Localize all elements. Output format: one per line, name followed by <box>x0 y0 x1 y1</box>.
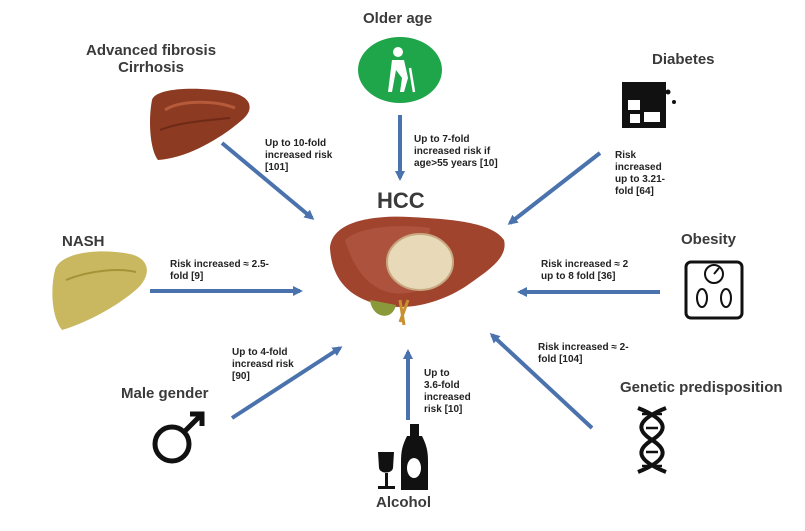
male-symbol-icon <box>152 411 205 464</box>
older-age-note: Up to 7-fold increased risk if age>55 ye… <box>414 134 498 170</box>
fibrosis-note-line: [101] <box>265 162 289 173</box>
diabetes-icon <box>622 82 676 128</box>
alcohol-note-line: increased <box>424 392 471 403</box>
older-age-note-line: age>55 years [10] <box>414 158 498 169</box>
fibrosis-note-line: increased risk <box>265 150 333 161</box>
tumor-shape <box>386 233 454 291</box>
diabetes-label: Diabetes <box>652 51 715 68</box>
genetic-label: Genetic predisposition <box>620 379 783 396</box>
alcohol-note-line: Up to <box>424 368 450 379</box>
fibrosis-label-line2: Cirrhosis <box>118 59 184 76</box>
fibrosis-label-line1: Advanced fibrosis <box>86 42 217 59</box>
fibrosis-note-line: Up to 10-fold <box>265 138 327 149</box>
older-age-note-line: Up to 7-fold <box>414 134 470 145</box>
obesity-note-line: Risk increased ≈ 2 <box>541 259 629 270</box>
scale-icon <box>684 260 744 320</box>
alcohol-note-line: 3.6-fold <box>424 380 460 391</box>
older-age-note-line: increased risk if <box>414 146 491 157</box>
male-note: Up to 4-fold increasd risk [90] <box>232 347 294 383</box>
arrow-fibrosis <box>220 141 315 220</box>
obesity-note: Risk increased ≈ 2 up to 8 fold [36] <box>541 259 628 283</box>
hcc-label: HCC <box>377 188 425 213</box>
alcohol-note-line: risk [10] <box>424 404 463 415</box>
nash-note-line: fold [9] <box>170 271 204 282</box>
diabetes-note-line: up to 3.21- <box>615 174 666 185</box>
alcohol-label: Alcohol <box>376 494 431 511</box>
cirrhotic-liver-image <box>150 88 250 160</box>
alcohol-icon <box>378 424 428 490</box>
arrow-diabetes <box>507 151 602 225</box>
genetic-note-line: fold [104] <box>538 354 583 365</box>
fibrosis-label: Advanced fibrosis Cirrhosis <box>86 42 216 76</box>
older-age-icon <box>358 37 442 103</box>
obesity-note-line: up to 8 fold [36] <box>541 271 616 282</box>
arrows <box>150 115 660 430</box>
male-gender-label: Male gender <box>121 385 209 402</box>
arrow-genetic <box>489 332 594 430</box>
male-note-line: [90] <box>232 371 250 382</box>
genetic-note: Risk increased ≈ 2- fold [104] <box>538 342 629 366</box>
obesity-label: Obesity <box>681 231 737 248</box>
male-note-line: Up to 4-fold <box>232 347 288 358</box>
alcohol-note: Up to 3.6-fold increased risk [10] <box>424 368 471 416</box>
dna-icon <box>637 406 667 474</box>
older-age-label: Older age <box>363 10 433 27</box>
nash-note: Risk increased ≈ 2.5- fold [9] <box>170 259 269 283</box>
diabetes-note-line: increased <box>615 162 662 173</box>
hcc-liver-image <box>330 216 505 326</box>
fibrosis-note: Up to 10-fold increased risk [101] <box>265 138 332 174</box>
diabetes-note-line: Risk <box>615 150 637 161</box>
genetic-note-line: Risk increased ≈ 2- <box>538 342 629 353</box>
nash-label: NASH <box>62 233 105 250</box>
male-note-line: increasd risk <box>232 359 294 370</box>
arrow-male <box>230 346 343 420</box>
diabetes-note: Risk increased up to 3.21- fold [64] <box>615 150 665 198</box>
nash-note-line: Risk increased ≈ 2.5- <box>170 259 269 270</box>
diabetes-note-line: fold [64] <box>615 186 654 197</box>
fatty-liver-image <box>52 251 147 330</box>
